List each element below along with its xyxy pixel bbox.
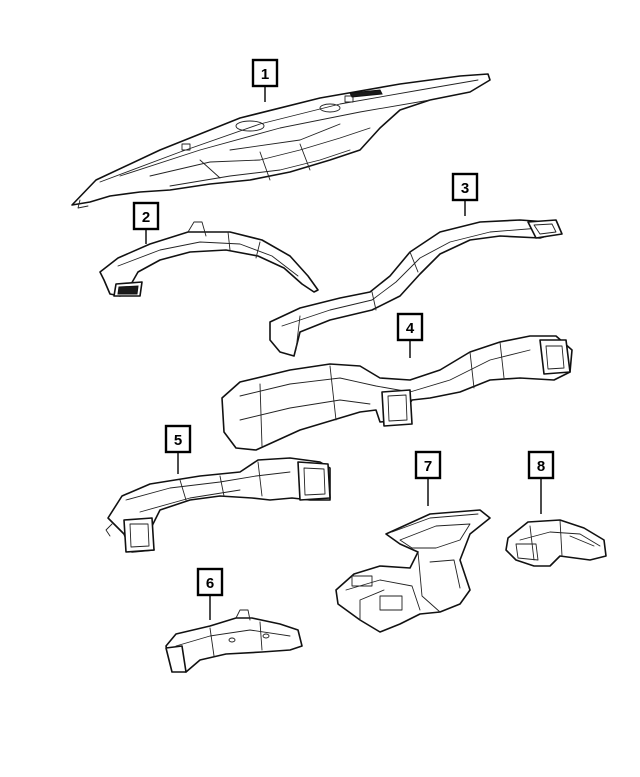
part-6-floor-vent [165,609,303,673]
callout-3-label: 3 [461,180,469,197]
callout-7: 7 [414,450,442,480]
part-7-distribution-housing [335,509,491,633]
part-3-center-duct [269,219,563,357]
callout-2-label: 2 [142,209,150,226]
part-2-left-duct [99,221,319,297]
callout-1: 1 [251,58,279,88]
callout-3: 3 [451,172,479,202]
part-1-defroster-duct [71,73,491,209]
callout-4: 4 [396,312,424,342]
part-5-rear-duct [105,457,331,553]
callout-2: 2 [132,201,160,231]
part-4-floor-duct [221,335,573,451]
callout-8-label: 8 [537,458,545,475]
callout-6-label: 6 [206,575,214,592]
callout-8: 8 [527,450,555,480]
callout-7-label: 7 [424,458,432,475]
callout-4-label: 4 [406,320,415,337]
callout-1-label: 1 [261,66,269,83]
callout-6: 6 [196,567,224,597]
callout-5-label: 5 [174,432,182,449]
part-8-outlet-adapter [505,519,607,567]
callout-5: 5 [164,424,192,454]
